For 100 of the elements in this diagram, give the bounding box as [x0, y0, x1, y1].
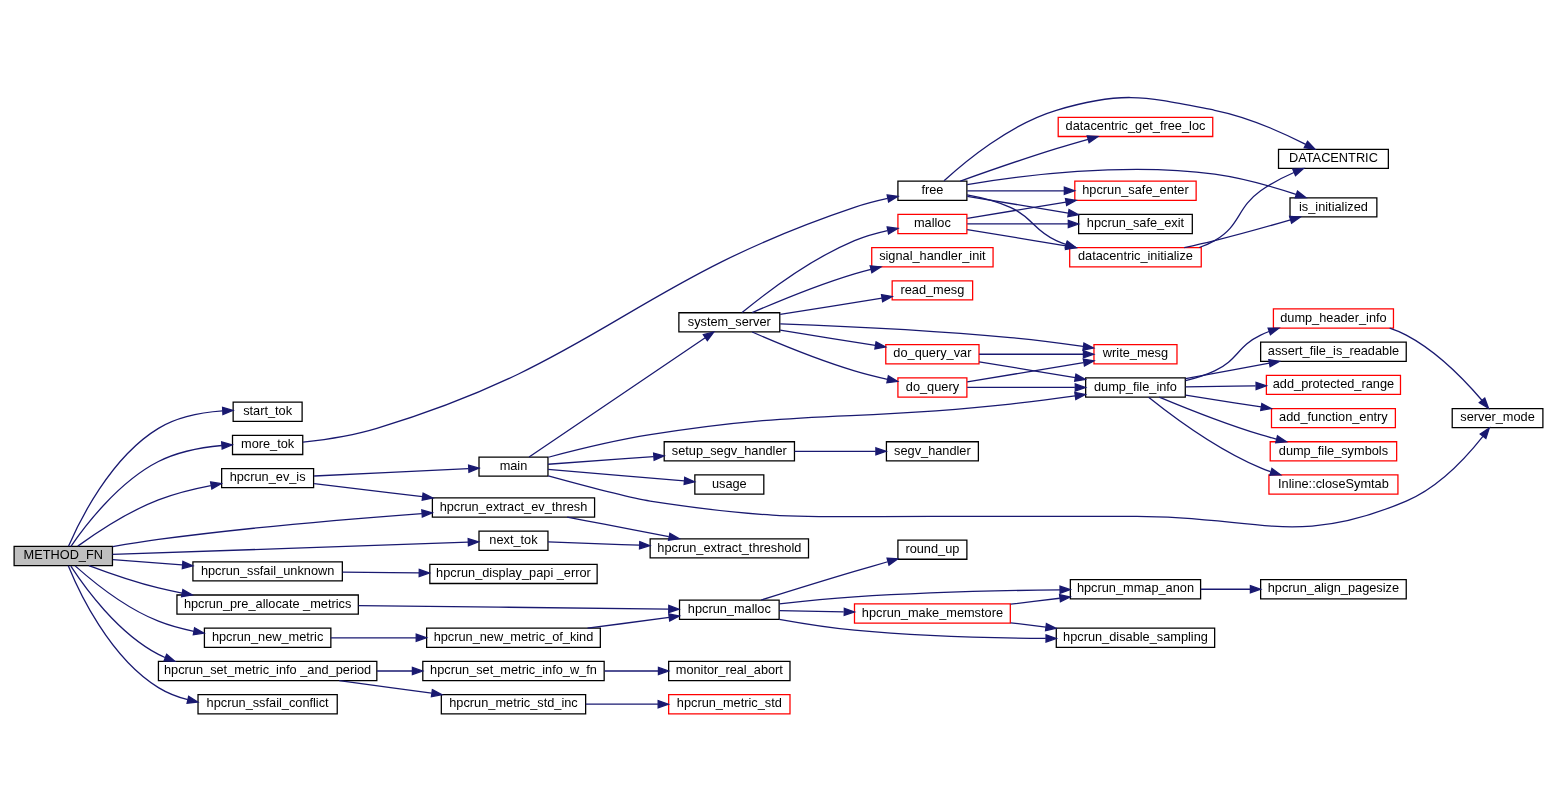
arrow: [547, 391, 1087, 458]
arrow: [1184, 381, 1268, 391]
arrow: [301, 194, 900, 443]
arrow: [966, 382, 1087, 392]
arrow: [547, 426, 1490, 528]
node-box: signal_handler_init: [870, 246, 994, 268]
arrow: [111, 559, 195, 570]
node-box: monitor_real_abort: [667, 660, 791, 682]
node-box: DATACENTRIC: [1277, 148, 1389, 170]
arrow: [566, 516, 681, 541]
arrow: [778, 607, 856, 617]
arrow: [357, 604, 681, 614]
node-box: do_query: [896, 377, 967, 398]
arrow: [740, 226, 900, 314]
arrow: [1184, 394, 1273, 412]
arrow: [546, 540, 652, 550]
arrow: [312, 464, 481, 477]
node-box: hpcrun_malloc: [678, 599, 780, 620]
arrow: [759, 557, 900, 601]
arrow: [1388, 327, 1490, 410]
arrow: [779, 323, 1095, 351]
arrow: [69, 441, 234, 547]
arrow: [527, 330, 715, 458]
arrow: [76, 481, 223, 547]
arrow: [942, 96, 1317, 182]
node-box: usage: [693, 474, 764, 495]
arrow: [67, 565, 200, 704]
arrow: [1147, 396, 1282, 476]
node-box: add_function_entry: [1270, 407, 1396, 429]
arrow: [546, 452, 666, 465]
node-box: add_protected_range: [1265, 374, 1401, 396]
arrow: [338, 679, 444, 698]
arrow: [111, 509, 434, 548]
arrow: [1184, 358, 1281, 380]
arrow: [966, 186, 1076, 196]
arrow: [74, 565, 206, 636]
node-box: hpcrun_pre_allocate _metrics: [175, 594, 359, 615]
node-box: hpcrun_ev_is: [220, 467, 314, 489]
node-box: is_initialized: [1288, 197, 1377, 218]
node-box: hpcrun_disable_sampling: [1055, 627, 1215, 648]
arrow: [1009, 593, 1072, 605]
node-box: write_mesg: [1092, 344, 1178, 365]
arrow: [1183, 215, 1302, 249]
node-box: hpcrun_safe_enter: [1073, 180, 1197, 201]
node-box: hpcrun_align_pagesize: [1259, 579, 1407, 600]
node-box: datacentric_get_free_loc: [1057, 116, 1213, 138]
arrow: [966, 219, 1080, 229]
arrow: [584, 699, 670, 709]
node-box: hpcrun_extract_ev_thresh: [431, 497, 595, 518]
node-box: system_server: [677, 312, 780, 333]
arrow: [978, 349, 1096, 359]
arrow: [959, 135, 1100, 182]
node-box: hpcrun_make_memstore: [853, 603, 1011, 624]
node-box: hpcrun_ssfail_conflict: [196, 694, 338, 715]
arrow: [69, 565, 177, 663]
arrow: [375, 666, 425, 676]
arrow: [1198, 167, 1305, 249]
node-box: hpcrun_ssfail_unknown: [191, 561, 343, 582]
node-box: more_tok: [231, 434, 303, 456]
node-box: hpcrun_set_metric_info _and_period: [157, 660, 377, 682]
node-box: hpcrun_mmap_anon: [1069, 579, 1201, 600]
node-box: read_mesg: [891, 280, 973, 301]
arrow: [966, 168, 1308, 199]
node-box: dump_header_info: [1272, 308, 1394, 329]
arrow: [67, 406, 235, 547]
node-box: next_tok: [477, 530, 549, 551]
arrow: [966, 358, 1096, 383]
arrow: [312, 482, 435, 502]
node-box: hpcrun_metric_std_inc: [440, 694, 586, 715]
arrow: [751, 265, 883, 314]
node-box: setup_segv_handler: [663, 441, 795, 462]
arrow: [546, 468, 697, 486]
node-box: Inline::closeSymtab: [1267, 474, 1399, 495]
node-box: main: [477, 456, 549, 477]
arrow: [778, 618, 1058, 643]
node-box: malloc: [896, 213, 967, 235]
node-box: free: [896, 180, 967, 201]
node-box: hpcrun_set_metric_info_w_fn: [421, 660, 605, 682]
arrow: [329, 633, 428, 643]
node-box: dump_file_symbols: [1269, 441, 1397, 462]
node-box: hpcrun_safe_exit: [1077, 213, 1193, 235]
arrow: [1158, 396, 1288, 444]
node-box: round_up: [896, 539, 967, 560]
arrow: [111, 537, 480, 556]
arrow: [1009, 622, 1058, 632]
arrow: [586, 613, 681, 629]
node-box: hpcrun_extract_threshold: [649, 538, 809, 559]
node-box: hpcrun_new_metric_of_kind: [425, 627, 601, 648]
node-box: assert_file_is_readable: [1259, 341, 1407, 362]
node-box: dump_file_info: [1084, 377, 1186, 398]
node-box: METHOD_FN: [12, 545, 113, 567]
node-box: start_tok: [232, 401, 303, 422]
arrow: [341, 568, 431, 578]
node-box: server_mode: [1451, 407, 1544, 429]
node-box: segv_handler: [885, 441, 979, 462]
node-box: datacentric_initialize: [1068, 246, 1202, 268]
arrow: [87, 565, 194, 598]
arrow: [778, 585, 1072, 605]
arrow: [603, 666, 671, 676]
node-box: hpcrun_display_papi _error: [428, 563, 598, 585]
